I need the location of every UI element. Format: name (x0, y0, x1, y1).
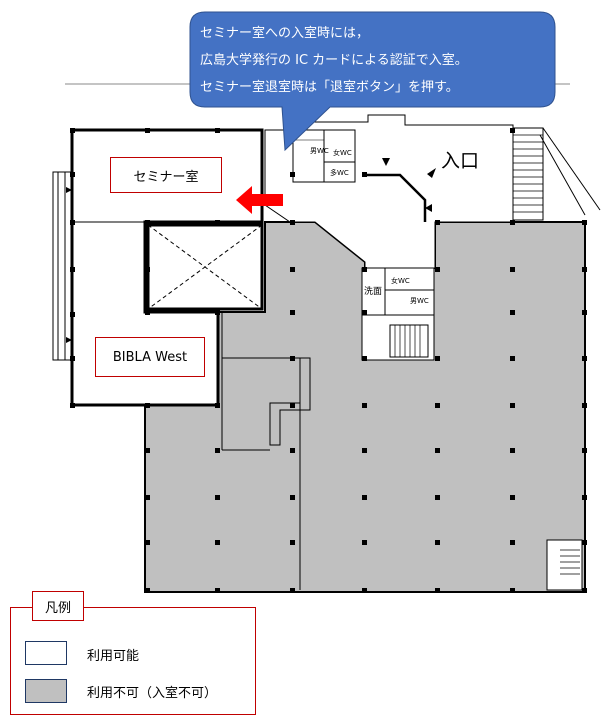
callout-line-1: セミナー室への入室時には， (200, 26, 370, 41)
southeast-stairs (546, 539, 583, 591)
multipurpose-restroom-label: 多WC (330, 169, 349, 177)
callout-bubble (189, 11, 556, 152)
seminar-room-label[interactable]: セミナー室 (110, 157, 222, 193)
legend-unavailable-swatch (25, 679, 67, 703)
callout-text: セミナー室への入室時には， 広島大学発行の IC カードによる認証で入室。 セミ… (200, 20, 540, 101)
legend-available-label: 利用可能 (87, 649, 140, 664)
legend-title: 凡例 (32, 591, 84, 621)
mens-restroom-mid-label: 男WC (410, 297, 429, 305)
legend-unavailable-label: 利用不可（入室不可） (87, 686, 218, 701)
corridor-lines (221, 312, 311, 590)
womens-restroom-top-label: 女WC (333, 149, 352, 157)
legend-box (10, 607, 256, 715)
entrance-label: 入口 (441, 150, 480, 172)
seminar-arrow (236, 186, 283, 214)
mens-restroom-top-label: 男WC (310, 147, 329, 155)
washroom-label: 洗面 (364, 287, 383, 297)
window-strip (52, 171, 66, 361)
callout-line-3: セミナー室退室時は「退室ボタン」を押す。 (200, 80, 459, 95)
womens-restroom-mid-label: 女WC (391, 277, 410, 285)
callout-line-2: 広島大学発行の IC カードによる認証で入室。 (200, 53, 468, 68)
column-markers (70, 128, 587, 593)
legend-available-swatch (25, 641, 67, 665)
bibla-west-label[interactable]: BIBLA West (95, 337, 205, 377)
